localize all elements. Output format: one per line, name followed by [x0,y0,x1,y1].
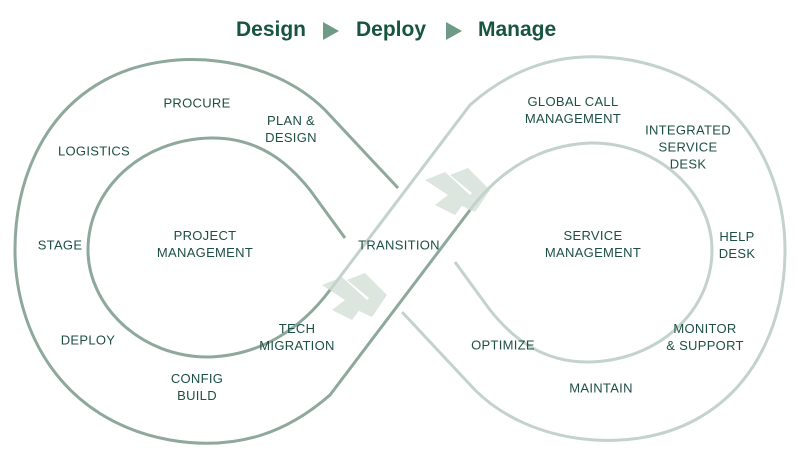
procure-label: PROCURE [163,95,231,111]
plan-design-label: PLAN & DESIGN [265,113,317,145]
arrow-right-icon [323,22,339,40]
optimize-label: OPTIMIZE [471,337,535,353]
step-design: Design [236,18,307,41]
right-inner-path [453,141,714,364]
arrow-right-icon [446,22,462,40]
config-build-label: CONFIG BUILD [170,371,224,403]
transition-label: TRANSITION [358,237,440,253]
monitor-support-label: MONITOR & SUPPORT [666,321,744,353]
step-deploy: Deploy [356,18,427,41]
stage-label: STAGE [37,237,83,253]
integrated-service-desk-label: INTEGRATED SERVICE DESK [645,122,731,172]
right-loop-path [328,55,787,442]
tech-migration-label: TECH MIGRATION [259,321,335,353]
deploy-label: DEPLOY [60,332,116,348]
chevron-icon [425,172,470,215]
project-management-label: PROJECT MANAGEMENT [156,228,254,260]
global-call-management-label: GLOBAL CALL MANAGEMENT [524,94,622,126]
help-desk-label: HELP DESK [718,229,756,261]
chevron-icon [450,168,490,212]
chevron-icon [347,273,387,317]
logistics-label: LOGISTICS [57,143,131,159]
maintain-label: MAINTAIN [569,380,633,396]
step-manage: Manage [478,18,557,41]
service-management-label: SERVICE MANAGEMENT [544,228,642,260]
left-loop-path [13,58,472,445]
left-inner-path [86,136,347,359]
